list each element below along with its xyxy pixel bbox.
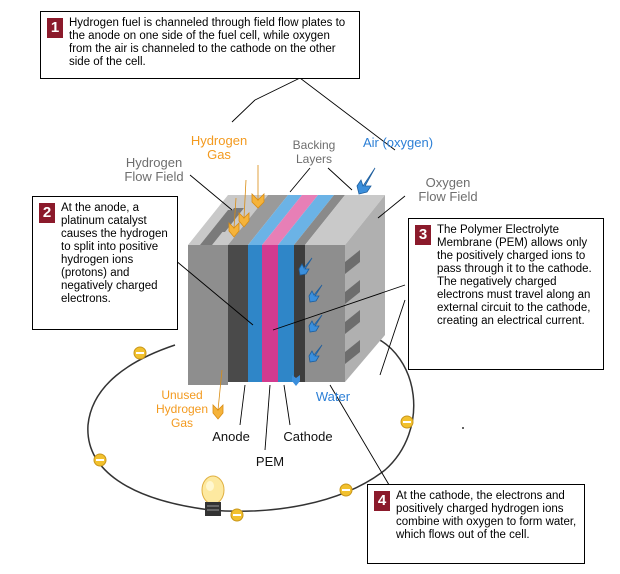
- leader-lines: [174, 77, 406, 496]
- callout-2: 2 At the anode, a platinum catalyst caus…: [32, 196, 178, 330]
- pem-layer: [262, 245, 278, 382]
- hydrogen-flow-plate-front: [188, 245, 228, 385]
- callout-text: The Polymer Electrolyte Membrane (PEM) a…: [437, 224, 592, 327]
- callout-text: At the anode, a platinum catalyst causes…: [61, 202, 168, 305]
- light-bulb-icon: [201, 475, 225, 516]
- label-air-oxygen: Air (oxygen): [362, 135, 434, 150]
- callout-number: 2: [39, 203, 55, 223]
- label-anode: Anode: [212, 429, 250, 444]
- label-pem: PEM: [255, 454, 285, 469]
- label-hydrogen-gas: Hydrogen Gas: [190, 133, 248, 162]
- callout-text: At the cathode, the electrons and positi…: [396, 490, 577, 541]
- anode-layer: [228, 245, 248, 382]
- fuel-cell-stack: [188, 195, 385, 385]
- callout-number: 3: [415, 225, 431, 245]
- callout-text: Hydrogen fuel is channeled through field…: [69, 17, 346, 68]
- hydrogen-inflow-arrows: [228, 165, 265, 238]
- callout-4: 4 At the cathode, the electrons and posi…: [367, 484, 585, 564]
- label-unused-hydrogen-gas: Unused Hydrogen Gas: [155, 388, 209, 430]
- label-water: Water: [315, 389, 351, 404]
- oxygen-flow-plate: [305, 245, 345, 382]
- callout-number: 1: [47, 18, 63, 38]
- callout-1: 1 Hydrogen fuel is channeled through fie…: [40, 11, 360, 79]
- label-hydrogen-flow-field: Hydrogen Flow Field: [124, 155, 184, 184]
- callout-number: 4: [374, 491, 390, 511]
- cathode-layer: [278, 245, 294, 382]
- air-inflow-arrows: [298, 167, 376, 363]
- label-backing-layers: Backing Layers: [292, 138, 336, 166]
- label-cathode: Cathode: [283, 429, 333, 444]
- water-outflow-arrow: [292, 360, 300, 386]
- unused-hydrogen-arrow: [212, 369, 224, 420]
- label-oxygen-flow-field: Oxygen Flow Field: [418, 175, 478, 204]
- callout-3: 3 The Polymer Electrolyte Membrane (PEM)…: [408, 218, 604, 370]
